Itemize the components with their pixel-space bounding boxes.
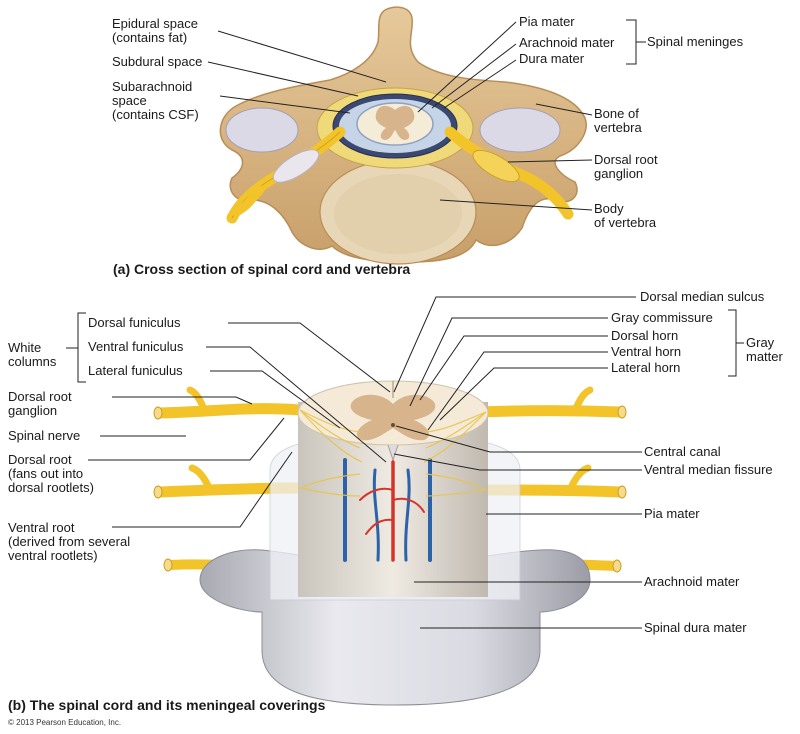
nerve-left-1 [154,403,306,419]
facet-right [479,107,561,153]
label-white-columns: White columns [8,340,57,369]
label-spinal-meninges: Spinal meninges [647,34,744,49]
label-gray-commissure: Gray commissure [611,310,713,325]
leaders-a [207,19,646,211]
nerve-right-a [444,126,574,220]
label-epidural-space: Epidural space (contains fat) [112,16,198,45]
label-central-canal: Central canal [644,444,721,459]
label-subarachnoid-space: Subarachnoid space (contains CSF) [112,79,199,122]
label-dorsal-root-ganglion-b: Dorsal root ganglion [8,389,72,418]
label-dorsal-median-sulcus: Dorsal median sulcus [640,289,765,304]
label-dorsal-root-ganglion-a: Dorsal root ganglion [594,152,658,181]
spinal-cord-3d [153,380,627,706]
label-ventral-funiculus: Ventral funiculus [88,339,184,354]
label-arachnoid-mater-b: Arachnoid mater [644,574,740,589]
label-body-of-vertebra: Body of vertebra [594,201,657,230]
ganglion-left-a [272,149,320,183]
copyright-notice: © 2013 Pearson Education, Inc. [8,718,122,727]
leaders-b [66,296,744,629]
label-dorsal-funiculus: Dorsal funiculus [88,315,181,330]
label-bone-of-vertebra: Bone of vertebra [594,106,642,135]
label-gray-matter: Gray matter [746,335,783,364]
label-ventral-median-fissure: Ventral median fissure [644,462,773,477]
label-lateral-horn: Lateral horn [611,360,681,375]
label-spinal-nerve: Spinal nerve [8,428,81,443]
ganglion-right-a [472,149,520,183]
label-spinal-dura-mater: Spinal dura mater [644,620,747,635]
label-dorsal-horn: Dorsal horn [611,328,679,343]
nerve-right-1 [474,405,626,418]
caption-panel-b: (b) The spinal cord and its meningeal co… [8,697,326,713]
vein-4 [404,468,411,562]
facet-left [225,107,299,153]
central-canal-dot [391,423,395,427]
gray-matter-a [375,105,415,140]
label-subdural-space: Subdural space [112,54,203,69]
caption-panel-a: (a) Cross section of spinal cord and ver… [113,261,411,277]
label-ventral-horn: Ventral horn [611,344,682,359]
label-pia-mater-a: Pia mater [519,14,575,29]
vertebra-cross-section [219,6,587,265]
label-arachnoid-mater-a: Arachnoid mater [519,35,615,50]
label-pia-mater-b: Pia mater [644,506,700,521]
label-lateral-funiculus: Lateral funiculus [88,363,183,378]
gray-matter-b [350,394,436,441]
label-dorsal-root: Dorsal root (fans out into dorsal rootle… [8,452,94,495]
label-dura-mater-a: Dura mater [519,51,585,66]
label-ventral-root: Ventral root (derived from several ventr… [8,520,131,563]
vein-3 [372,468,380,562]
